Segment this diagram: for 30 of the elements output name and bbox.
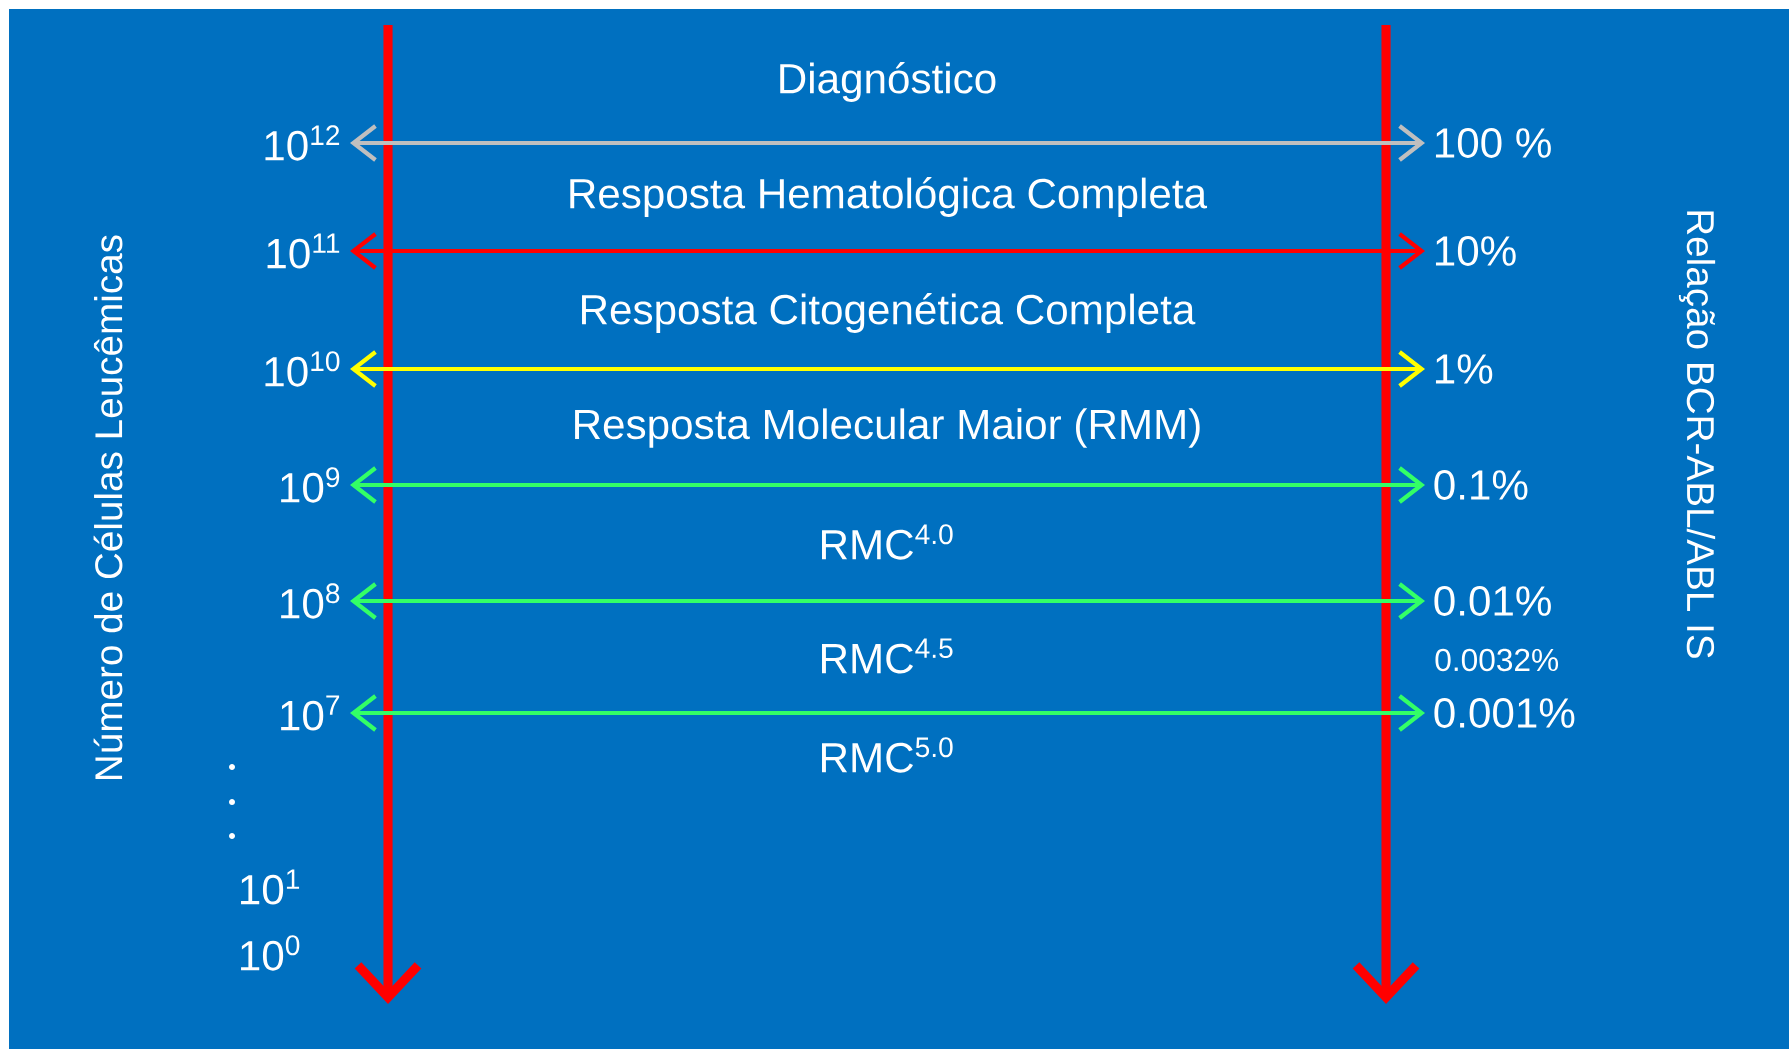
double-arrow	[350, 466, 1426, 504]
cell-count-label: 10$^{1}$	[241, 869, 300, 905]
double-arrow	[350, 124, 1426, 162]
cell-count-label: 10$^{12}$	[265, 125, 340, 161]
cell-count-label: 10$^{8}$	[281, 583, 340, 619]
axis-title: Relação BCR-ABL/ABL IS	[1678, 211, 1716, 658]
stage-heading: Resposta Hematológica Completa	[570, 177, 1208, 217]
cell-count-label: 10$^{10}$	[265, 351, 340, 387]
percent-label: 0.1%	[1434, 470, 1528, 500]
percent-label: 100 %	[1435, 128, 1551, 158]
cell-count-label: 10$^{0}$	[241, 935, 300, 971]
double-arrow	[350, 582, 1426, 620]
axis-title: Número de Células Leucêmicas	[93, 235, 123, 779]
stage-heading: RMC$^{5.0}$	[822, 737, 953, 773]
double-arrow	[350, 694, 1426, 732]
double-arrow	[350, 232, 1426, 270]
percent-label: 10%	[1435, 236, 1516, 266]
double-arrow	[350, 350, 1426, 388]
percent-label: 1%	[1435, 354, 1493, 384]
percent-label: 0.0032%	[1435, 648, 1559, 672]
percent-label: 0.001%	[1434, 698, 1575, 728]
stage-heading: Diagnóstico	[780, 62, 996, 102]
stage-heading: Resposta Citogenética Completa	[582, 293, 1196, 333]
percent-label: 0.01%	[1434, 586, 1551, 616]
stage-heading: RMC$^{4.0}$	[822, 524, 953, 560]
cell-count-label: 10$^{11}$	[267, 233, 340, 269]
stage-heading: Resposta Molecular Maior (RMM)	[575, 408, 1200, 448]
stage-heading: RMC$^{4.5}$	[822, 638, 953, 674]
cell-count-label: 10$^{7}$	[281, 695, 340, 731]
cell-count-label: 10$^{9}$	[281, 467, 340, 503]
